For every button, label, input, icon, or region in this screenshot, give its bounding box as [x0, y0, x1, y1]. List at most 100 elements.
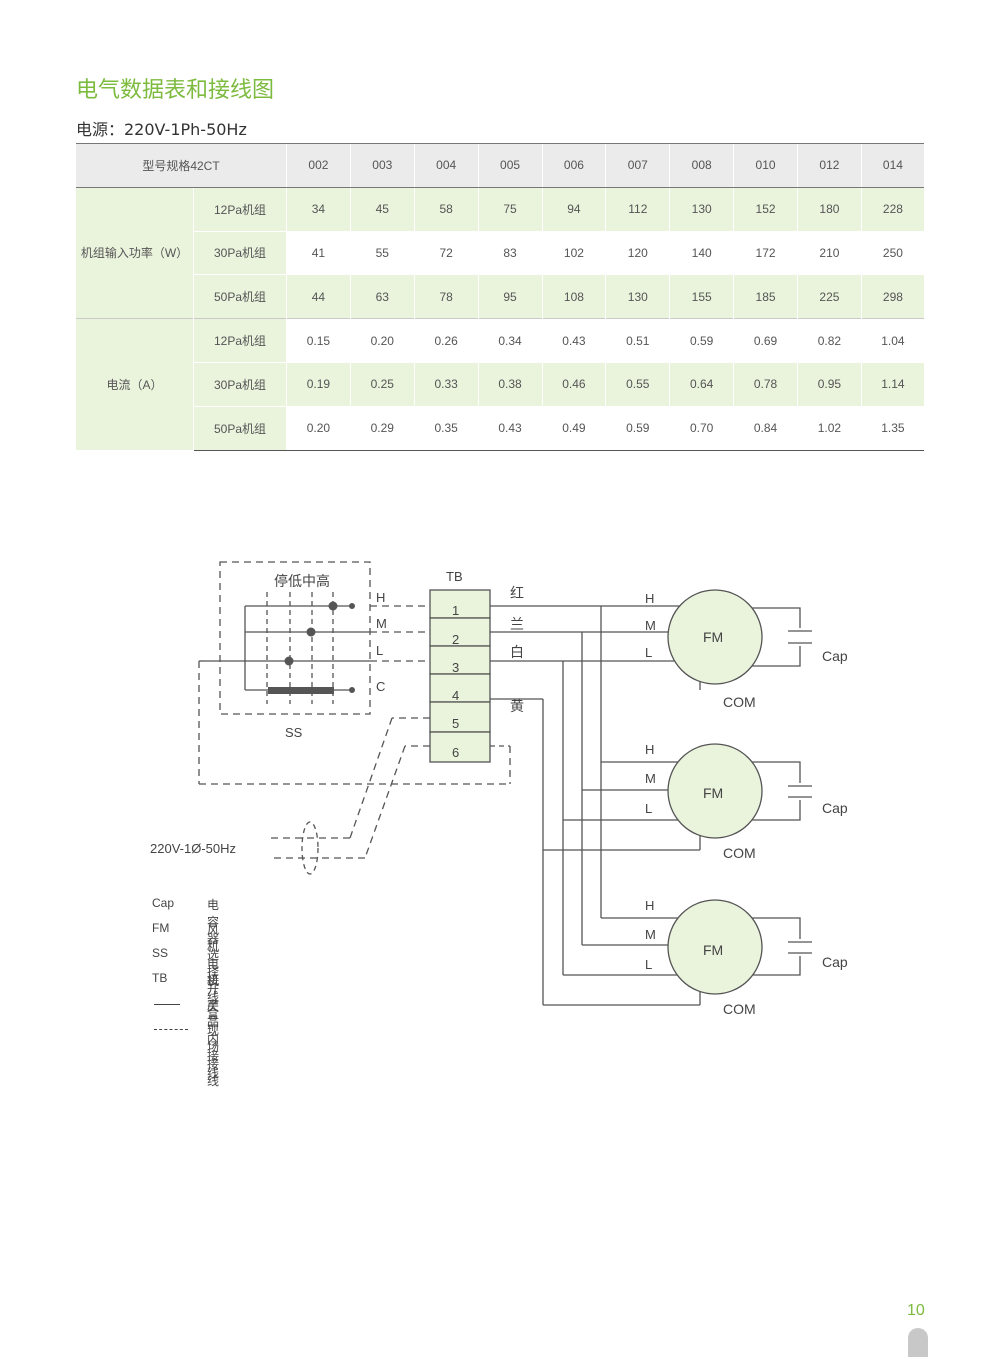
capacitor-label: Cap — [822, 800, 848, 816]
tb-terminal: 5 — [452, 716, 459, 731]
motor-label: FM — [703, 629, 723, 645]
table-cell: 0.95 — [797, 361, 862, 407]
table-cell: 0.43 — [541, 318, 606, 363]
table-cell: 0.29 — [349, 405, 415, 451]
common-label: COM — [723, 694, 756, 710]
row-label: 12Pa机组 — [193, 318, 287, 363]
motor-tap-label: H — [645, 591, 654, 606]
switch-name: SS — [285, 725, 303, 740]
legend-code: SS — [152, 946, 169, 960]
table-cell: 228 — [860, 187, 924, 232]
legend-desc: 接线盒 — [207, 973, 220, 1021]
table-cell: 210 — [797, 230, 862, 275]
switch-contact — [328, 601, 338, 611]
table-cell: 0.82 — [797, 318, 862, 363]
table-row: 50Pa机组 0.20 0.29 0.35 0.43 0.49 0.59 0.7… — [76, 405, 924, 451]
table-cell: 41 — [286, 230, 351, 275]
table-cell: 1.04 — [860, 318, 924, 363]
table-cell: 0.46 — [541, 361, 606, 407]
common-label: COM — [723, 1001, 756, 1017]
table-cell: 155 — [669, 274, 734, 319]
wire-color-label: 红 — [510, 585, 524, 601]
group-label-current: 电流（A） — [76, 318, 194, 451]
legend-desc: 现场接线 — [207, 1023, 220, 1088]
row-label: 12Pa机组 — [193, 187, 287, 232]
table-row: 50Pa机组 44 63 78 95 108 130 155 185 225 2… — [76, 274, 924, 319]
supply-label: 220V-1Ø-50Hz — [150, 841, 236, 856]
motor-tap-label: H — [645, 742, 654, 757]
power-supply-label: 电源：220V-1Ph-50Hz — [76, 120, 247, 139]
wire-color-label: 白 — [510, 644, 524, 660]
tb-label: TB — [446, 569, 463, 584]
table-cell: 112 — [605, 187, 670, 232]
legend-desc: 选择开关 — [207, 948, 220, 1013]
wire-color-label: 黄 — [510, 698, 524, 714]
table-cell: 0.69 — [733, 318, 798, 363]
row-label: 30Pa机组 — [193, 361, 287, 407]
table-cell: 130 — [669, 187, 734, 232]
table-cell: 0.26 — [413, 318, 479, 363]
table-cell: 75 — [477, 187, 542, 232]
table-cell: 152 — [733, 187, 798, 232]
legend-code: Cap — [152, 896, 175, 910]
model-col-header: 010 — [733, 143, 798, 188]
table-cell: 130 — [605, 274, 670, 319]
table-cell: 0.20 — [286, 405, 351, 451]
table-cell: 0.64 — [669, 361, 734, 407]
table-cell: 0.15 — [286, 318, 351, 363]
legend-desc: 产品内接线 — [207, 998, 220, 1080]
table-cell: 0.84 — [733, 405, 798, 451]
switch-title: 停低中高 — [274, 573, 330, 589]
table-cell: 0.59 — [669, 318, 734, 363]
row-label: 30Pa机组 — [193, 230, 287, 275]
table-cell: 120 — [605, 230, 670, 275]
table-cell: 63 — [349, 274, 415, 319]
table-row: 30Pa机组 41 55 72 83 102 120 140 172 210 2… — [76, 230, 924, 275]
table-cell: 83 — [477, 230, 542, 275]
table-cell: 44 — [286, 274, 351, 319]
page-number: 10 — [907, 1302, 925, 1319]
solid-line-icon — [154, 1004, 180, 1005]
table-cell: 180 — [797, 187, 862, 232]
switch-terminal-label: C — [376, 679, 385, 694]
tb-terminal: 1 — [452, 603, 459, 618]
legend-desc: 风机电机 — [207, 923, 220, 988]
switch-terminal-label: H — [376, 590, 385, 605]
legend-code: TB — [152, 971, 168, 985]
motor-tap-label: L — [645, 801, 652, 816]
table-cell: 0.55 — [605, 361, 670, 407]
table-cell: 0.35 — [413, 405, 479, 451]
switch-enclosure — [219, 561, 371, 715]
capacitor-label: Cap — [822, 648, 848, 664]
motor-tap-label: H — [645, 898, 654, 913]
table-cell: 95 — [477, 274, 542, 319]
motor-tap-label: L — [645, 957, 652, 972]
dashed-line-icon — [154, 1029, 188, 1030]
table-cell: 0.43 — [477, 405, 542, 451]
switch-bar — [268, 687, 334, 694]
motor-tap-label: M — [645, 927, 656, 942]
table-cell: 0.78 — [733, 361, 798, 407]
model-header: 型号规格42CT — [76, 143, 287, 188]
table-cell: 0.20 — [349, 318, 415, 363]
motor-tap-label: L — [645, 645, 652, 660]
wire-color-label: 兰 — [510, 616, 524, 632]
model-col-header: 012 — [797, 143, 862, 188]
model-col-header: 004 — [413, 143, 479, 188]
table-row: 电流（A） 12Pa机组 0.15 0.20 0.26 0.34 0.43 0.… — [76, 318, 924, 451]
page-title: 电气数据表和接线图 — [76, 78, 275, 103]
model-col-header: 002 — [286, 143, 351, 188]
motor-tap-label: M — [645, 618, 656, 633]
table-cell: 0.34 — [477, 318, 542, 363]
model-col-header: 007 — [605, 143, 670, 188]
table-cell: 0.59 — [605, 405, 670, 451]
table-cell: 1.02 — [797, 405, 862, 451]
model-col-header: 005 — [477, 143, 542, 188]
table-cell: 1.35 — [860, 405, 924, 451]
table-cell: 72 — [413, 230, 479, 275]
table-cell: 45 — [349, 187, 415, 232]
table-cell: 108 — [541, 274, 606, 319]
row-label: 50Pa机组 — [193, 405, 287, 451]
table-cell: 225 — [797, 274, 862, 319]
